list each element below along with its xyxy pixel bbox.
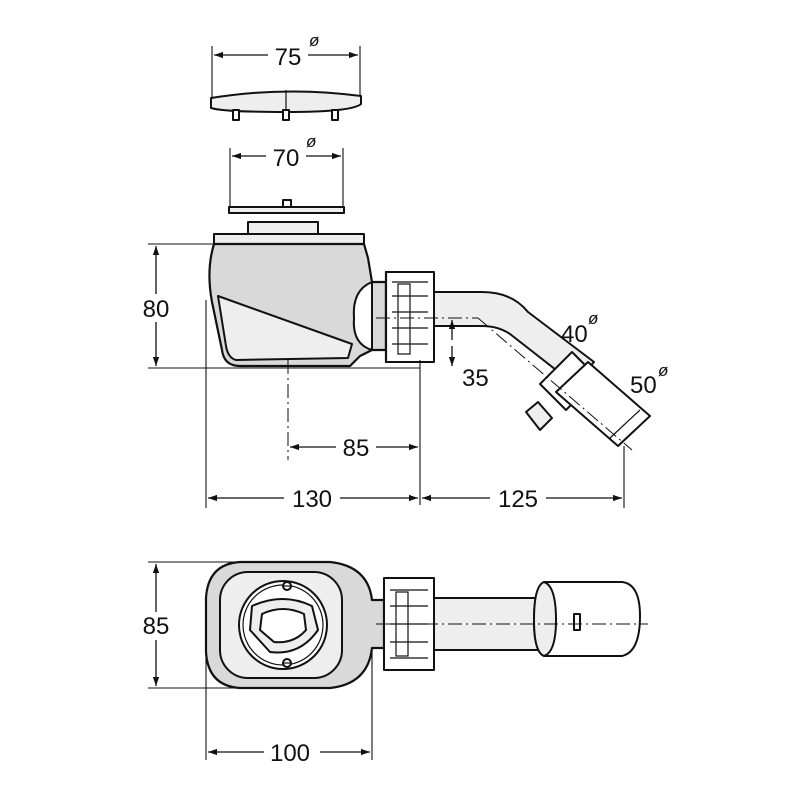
grate-plate [228,148,345,214]
dimension-pipe-inner-diameter: 40 ø [561,309,598,348]
cover-diameter-symbol: ø [309,31,319,50]
cover-diameter-value: 75 [275,44,302,71]
dimension-grate-diameter: 70 ø [232,132,341,172]
center-to-nut-value: 85 [343,435,370,462]
cover-cap [210,46,362,121]
grate-diameter-symbol: ø [306,132,316,151]
dimension-center-to-nut: 85 [290,432,418,462]
dimension-outlet-offset: 35 [448,320,489,392]
pipe-inner-diameter-value: 40 [561,321,588,348]
plan-view-trap [148,560,648,760]
dimension-plan-width: 85 [138,564,174,686]
dimension-pipe-outer-diameter: 50 ø [630,361,668,399]
dimension-plan-length: 100 [208,737,370,767]
pipe-outer-diameter-symbol: ø [658,361,668,380]
outlet-offset-value: 35 [462,365,489,392]
pipe-inner-diameter-symbol: ø [588,309,598,328]
height-value: 80 [143,296,170,323]
dimension-body-length: 130 [208,483,418,513]
body-length-value: 130 [292,486,332,513]
pipe-outer-diameter-value: 50 [630,372,657,399]
grate-diameter-value: 70 [273,145,300,172]
dimension-outlet-reach: 125 [422,483,622,513]
dimension-height: 80 [138,246,174,366]
plan-width-value: 85 [143,613,170,640]
dimension-cover-diameter: 75 ø [214,31,358,71]
plan-length-value: 100 [270,740,310,767]
side-view-trap [148,221,651,508]
outlet-reach-value: 125 [498,486,538,513]
